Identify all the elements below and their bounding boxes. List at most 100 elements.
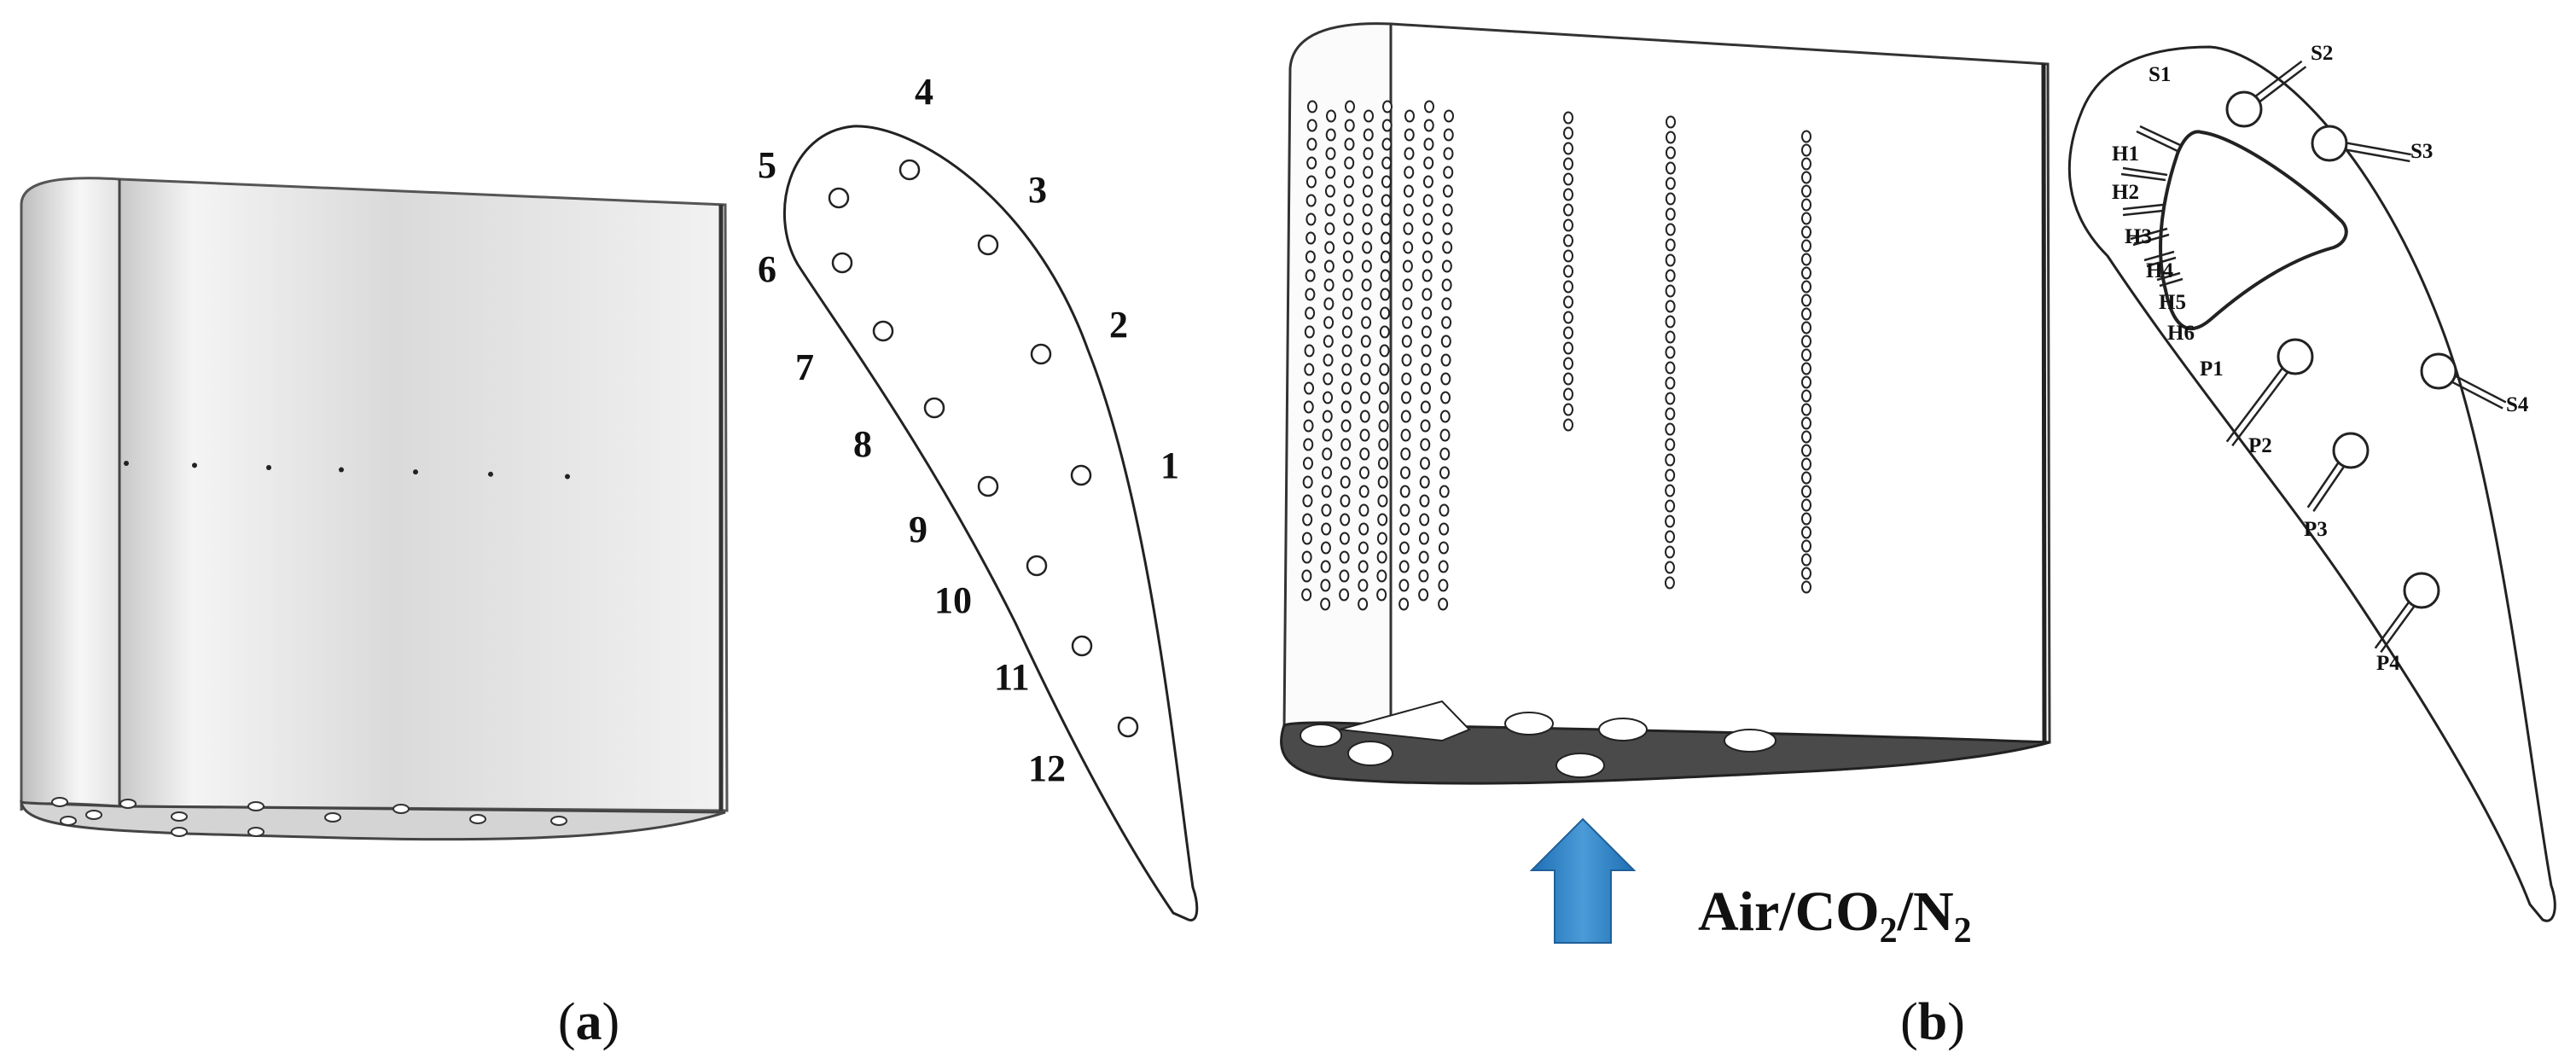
plenum bbox=[2311, 125, 2348, 162]
showerhead-hole bbox=[1358, 597, 1369, 611]
showerhead-hole bbox=[1441, 259, 1452, 273]
showerhead-hole bbox=[1419, 513, 1430, 526]
film-hole bbox=[1563, 403, 1573, 416]
platform-hole bbox=[1300, 724, 1342, 747]
blade-a-surface bbox=[118, 177, 729, 812]
showerhead-hole bbox=[1439, 428, 1451, 442]
showerhead-hole bbox=[1340, 513, 1351, 526]
showerhead-hole bbox=[1418, 569, 1429, 583]
showerhead-hole bbox=[1342, 288, 1353, 301]
showerhead-hole bbox=[1376, 532, 1387, 545]
film-hole bbox=[1801, 444, 1811, 457]
showerhead-hole bbox=[1381, 175, 1392, 189]
blade-a-leading-edge bbox=[20, 177, 121, 811]
showerhead-hole bbox=[1305, 194, 1317, 207]
film-hole bbox=[1563, 372, 1573, 386]
showerhead-hole bbox=[1359, 447, 1370, 461]
showerhead-hole bbox=[1360, 372, 1371, 386]
showerhead-hole bbox=[1421, 381, 1432, 395]
showerhead-hole bbox=[1323, 391, 1334, 404]
showerhead-hole bbox=[1323, 316, 1335, 329]
showerhead-hole bbox=[1306, 119, 1317, 132]
showerhead-hole bbox=[1442, 222, 1453, 235]
showerhead-hole bbox=[1358, 541, 1369, 555]
film-hole bbox=[1665, 530, 1676, 544]
film-hole bbox=[1801, 157, 1811, 171]
showerhead-hole bbox=[1324, 222, 1335, 235]
showerhead-hole bbox=[1379, 363, 1390, 376]
showerhead-hole bbox=[1302, 513, 1313, 526]
film-hole bbox=[1664, 576, 1675, 590]
showerhead-hole bbox=[1398, 579, 1410, 592]
showerhead-hole bbox=[1322, 428, 1333, 442]
showerhead-hole bbox=[1361, 316, 1372, 329]
showerhead-hole bbox=[1304, 363, 1315, 376]
blade-b-surface bbox=[1389, 22, 2051, 744]
airfoil-tap-hole bbox=[1117, 716, 1139, 738]
showerhead-hole bbox=[1359, 410, 1370, 423]
showerhead-hole bbox=[1323, 259, 1335, 273]
airfoil-a: 1 2 3 4 5 6 7 8 9 10 11 12 bbox=[758, 71, 1199, 922]
label-h5: H5 bbox=[2159, 291, 2186, 314]
film-hole bbox=[1801, 416, 1811, 430]
showerhead-hole bbox=[1363, 128, 1374, 142]
showerhead-hole bbox=[1403, 222, 1414, 235]
showerhead-hole bbox=[1339, 532, 1350, 545]
film-hole bbox=[1563, 387, 1573, 401]
showerhead-hole bbox=[1321, 503, 1332, 517]
film-hole bbox=[1801, 266, 1811, 280]
film-hole bbox=[1563, 341, 1573, 355]
showerhead-hole bbox=[1422, 194, 1433, 207]
showerhead-hole bbox=[1400, 447, 1411, 461]
showerhead-hole bbox=[1443, 147, 1454, 160]
film-hole bbox=[1665, 284, 1676, 298]
showerhead-hole bbox=[1422, 250, 1433, 264]
showerhead-hole bbox=[1399, 466, 1410, 480]
showerhead-hole bbox=[1304, 381, 1315, 395]
film-hole bbox=[1563, 157, 1573, 171]
bottom-hole bbox=[171, 827, 188, 837]
showerhead-hole bbox=[1321, 466, 1332, 480]
showerhead-hole bbox=[1306, 137, 1317, 151]
plenum bbox=[2277, 338, 2314, 375]
showerhead-hole bbox=[1303, 419, 1314, 433]
caption-a: (a) bbox=[558, 993, 619, 1051]
surface-tap bbox=[192, 462, 197, 468]
label-h2: H2 bbox=[2112, 181, 2139, 204]
airfoil-tap-hole bbox=[1071, 635, 1093, 657]
film-hole bbox=[1665, 453, 1676, 467]
film-hole bbox=[1563, 311, 1573, 324]
showerhead-hole bbox=[1306, 156, 1317, 170]
film-hole bbox=[1801, 375, 1811, 389]
showerhead-hole bbox=[1381, 119, 1393, 132]
blade-a-bottom-section bbox=[20, 799, 726, 841]
panel-a: 1 2 3 4 5 6 7 8 9 10 11 12 (a) bbox=[20, 71, 1199, 1051]
film-hole bbox=[1664, 545, 1675, 559]
label-p1: P1 bbox=[2200, 358, 2224, 381]
film-hole bbox=[1665, 407, 1676, 421]
tap-label-12: 12 bbox=[1028, 747, 1066, 789]
showerhead-hole bbox=[1362, 222, 1373, 235]
showerhead-hole bbox=[1422, 306, 1433, 320]
showerhead-hole bbox=[1380, 306, 1391, 320]
showerhead-hole bbox=[1343, 212, 1354, 226]
showerhead-hole bbox=[1378, 419, 1389, 433]
label-h3: H3 bbox=[2125, 225, 2152, 248]
showerhead-hole bbox=[1359, 428, 1370, 442]
showerhead-hole bbox=[1381, 231, 1392, 245]
showerhead-hole bbox=[1304, 325, 1315, 339]
film-hole bbox=[1665, 299, 1676, 313]
film-hole bbox=[1665, 131, 1676, 144]
film-hole bbox=[1665, 253, 1676, 267]
tap-label-10: 10 bbox=[934, 579, 972, 621]
showerhead-hole bbox=[1376, 550, 1387, 564]
film-hole bbox=[1801, 539, 1811, 553]
showerhead-hole bbox=[1358, 466, 1369, 480]
film-hole bbox=[1665, 161, 1676, 175]
showerhead-hole bbox=[1342, 306, 1353, 320]
label-s1: S1 bbox=[2149, 63, 2171, 86]
film-passage bbox=[2225, 353, 2294, 443]
showerhead-hole bbox=[1424, 100, 1434, 113]
label-s3: S3 bbox=[2410, 140, 2433, 163]
